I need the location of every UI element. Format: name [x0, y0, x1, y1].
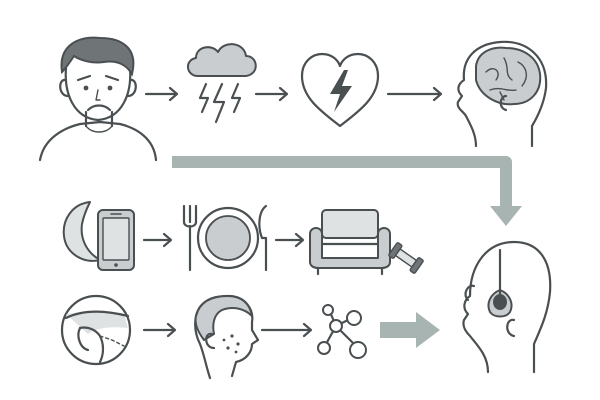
arrow-face-to-molecule: [260, 322, 313, 338]
arrow-heart-to-brain: [386, 86, 443, 102]
face-skin-icon: [194, 294, 260, 380]
brain-head-icon: [456, 40, 548, 148]
storm-cloud-icon: [187, 43, 257, 124]
arrow-plate-to-sofa: [274, 232, 305, 248]
arrow-joint-to-face: [142, 322, 177, 338]
arrow-person-to-cloud: [144, 86, 179, 102]
heart-lightning-icon: [300, 52, 380, 128]
connector-person-to-head: [172, 156, 522, 226]
arrow-phone-to-plate: [142, 232, 173, 248]
arrow-molecule-to-head: [380, 312, 440, 348]
hair-follicle-head-icon: [462, 240, 552, 374]
molecule-icon: [317, 304, 367, 359]
arrow-cloud-to-heart: [254, 86, 289, 102]
plate-fork-knife-icon: [182, 204, 268, 272]
stressed-person-icon: [38, 36, 158, 162]
sofa-dumbbell-icon: [309, 209, 424, 276]
joint-closeup-icon: [60, 294, 132, 366]
night-phone-icon: [62, 201, 135, 271]
